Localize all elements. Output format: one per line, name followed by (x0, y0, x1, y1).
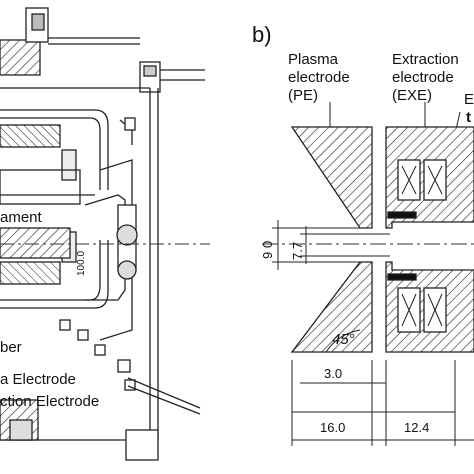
coil-bottom (0, 261, 61, 285)
dim-9: 9 (260, 252, 275, 259)
extraction-electrode-lower (385, 261, 474, 353)
cut-label-1: E (464, 91, 474, 108)
pe-label-line1: Plasma (288, 51, 339, 68)
extraction-electrode-upper (385, 126, 474, 229)
dim-3-0: 3.0 (324, 366, 342, 381)
horizontal-dimensions (291, 360, 474, 446)
dim-16-0: 16.0 (320, 420, 345, 435)
dim-12-4: 12.4 (404, 420, 429, 435)
panel-b-label: b) (252, 22, 272, 47)
angle-label: 45° (332, 331, 355, 348)
exe-label-line1: Extraction (392, 51, 459, 68)
label-plasma-electrode: a Electrode (0, 371, 76, 388)
dim-0: 0 (260, 241, 275, 248)
left-panel-drawing (0, 7, 205, 461)
label-filament: ament (0, 209, 43, 226)
dim-7-7: 7.7 (290, 242, 305, 260)
vertical-dimensions (272, 220, 390, 270)
label-extraction-electrode: ction Electrode (0, 393, 99, 410)
exe-label-line2: electrode (392, 69, 454, 86)
pe-label-line2: electrode (288, 69, 350, 86)
plasma-electrode-upper (290, 126, 373, 229)
label-chamber: ber (0, 339, 22, 356)
exe-label-line3: (EXE) (392, 87, 432, 104)
cut-label-2: t (466, 109, 471, 126)
pe-label-line3: (PE) (288, 87, 318, 104)
plasma-electrode-lower (290, 261, 373, 353)
label-dim-100: 100.0 (76, 251, 87, 276)
top-clamp (0, 39, 41, 76)
angle-arc (325, 329, 361, 353)
coil-top (0, 124, 61, 148)
filament-box (0, 169, 81, 205)
